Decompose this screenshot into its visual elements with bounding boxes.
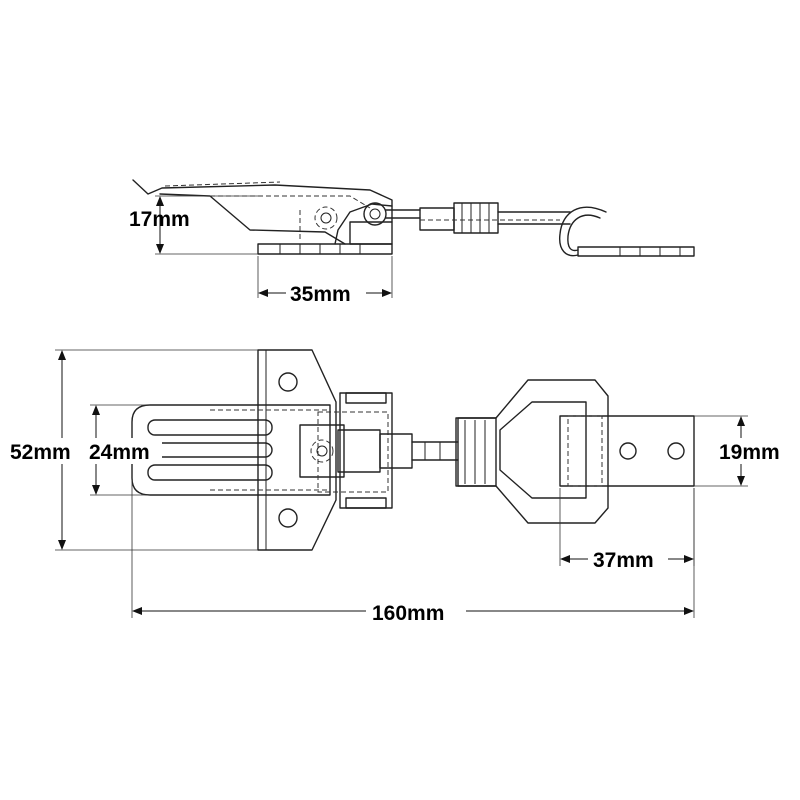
side-lever-arm: [132, 179, 393, 245]
total-width-label: 52mm: [10, 441, 71, 464]
slot-width-label: 24mm: [89, 441, 150, 464]
side-height-label: 17mm: [129, 208, 190, 231]
side-width-label: 35mm: [290, 283, 351, 306]
dimension-catch-length: 37mm: [559, 488, 695, 572]
side-pivot-bracket: [314, 202, 393, 245]
top-mounting-base: [257, 349, 337, 551]
side-threaded-rod: [385, 202, 571, 234]
dimension-side-width: 35mm: [257, 256, 393, 306]
side-hook-catch: [559, 206, 695, 257]
top-view: 52mm 24mm 19mm: [8, 349, 792, 625]
catch-length-label: 37mm: [593, 549, 654, 572]
top-catch-loop: [455, 379, 609, 524]
catch-width-label: 19mm: [719, 441, 780, 464]
total-length-label: 160mm: [372, 602, 444, 625]
dimension-total-width: 52mm: [8, 349, 258, 551]
top-pivot-bracket: [299, 392, 413, 509]
top-rod: [411, 441, 459, 461]
dimension-slot-width: 24mm: [88, 404, 162, 496]
top-keeper-plate: [559, 415, 695, 487]
side-view: 17mm 35mm: [129, 179, 695, 306]
dimension-side-height: 17mm: [129, 195, 258, 255]
dimension-catch-width: 19mm: [694, 415, 792, 487]
dimension-total-length: 160mm: [131, 480, 695, 625]
side-base-plate: [257, 243, 393, 255]
